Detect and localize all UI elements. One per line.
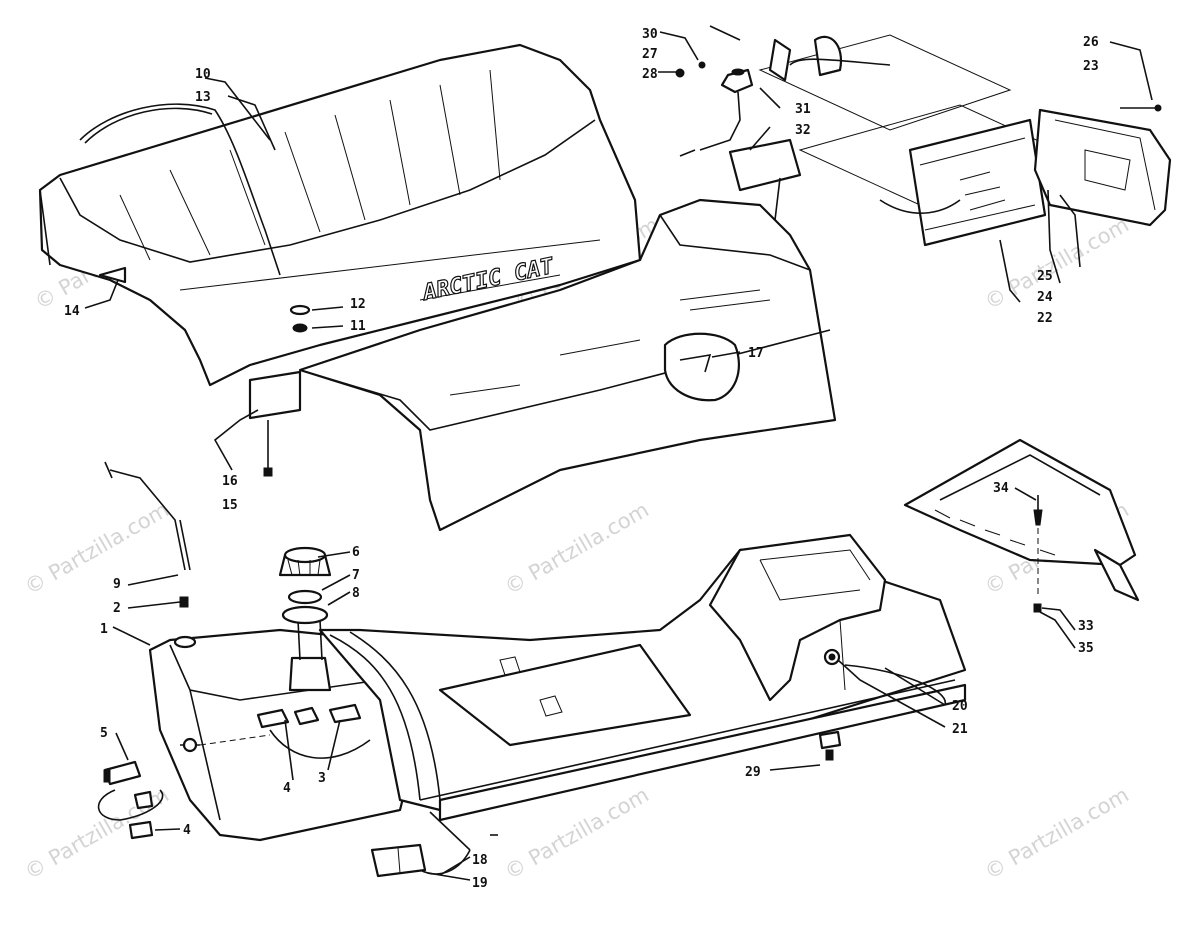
callout-26: 26 [1083,35,1099,50]
callout-28: 28 [642,67,658,82]
leader-lines [84,25,1153,881]
nut-11 [292,323,308,333]
callout-5: 5 [100,726,108,741]
callout-14: 14 [64,304,80,319]
trim-panel [903,438,1140,613]
callout-16: 16 [222,474,238,489]
callout-8: 8 [352,586,360,601]
watermark: © Partzilla.com [981,213,1133,315]
fuel-tank [104,461,407,842]
belly-pan [318,533,967,822]
watermark: © Partzilla.com [981,783,1133,885]
watermark: © Partzilla.com [21,498,173,600]
callout-4-tank: 4 [283,781,291,796]
callout-9: 9 [113,577,121,592]
callout-6: 6 [352,545,360,560]
callout-2: 2 [113,601,121,616]
callout-20: 20 [952,699,968,714]
callout-10: 10 [195,67,211,82]
watermark: © Partzilla.com [501,498,653,600]
callout-3: 3 [318,771,326,786]
callout-17: 17 [748,346,764,361]
callout-22: 22 [1037,311,1053,326]
callout-7: 7 [352,568,360,583]
callout-35: 35 [1078,641,1094,656]
seat-bracket [248,370,302,477]
callout-labels: 10 13 14 12 11 16 15 17 26 23 25 24 22 3… [64,27,1099,891]
callout-23: 23 [1083,59,1099,74]
callout-24: 24 [1037,290,1053,305]
callout-1: 1 [100,622,108,637]
rear-hood [298,198,837,532]
callout-11: 11 [350,319,366,334]
callout-34: 34 [993,481,1009,496]
callout-27: 27 [642,47,658,62]
callout-4-fitting: 4 [183,823,191,838]
callout-25: 25 [1037,269,1053,284]
callout-13: 13 [195,90,211,105]
callout-30: 30 [642,27,658,42]
washer-12 [289,304,311,316]
callout-19: 19 [472,876,488,891]
fuel-fittings [97,760,164,840]
taillight-assembly [675,34,1172,247]
callout-18: 18 [472,853,488,868]
step-pad [370,811,498,878]
callout-31: 31 [795,102,811,117]
callout-33: 33 [1078,619,1094,634]
callout-12: 12 [350,297,366,312]
callout-29: 29 [745,765,761,780]
callout-32: 32 [795,123,811,138]
callout-21: 21 [952,722,968,737]
callout-15: 15 [222,498,238,513]
